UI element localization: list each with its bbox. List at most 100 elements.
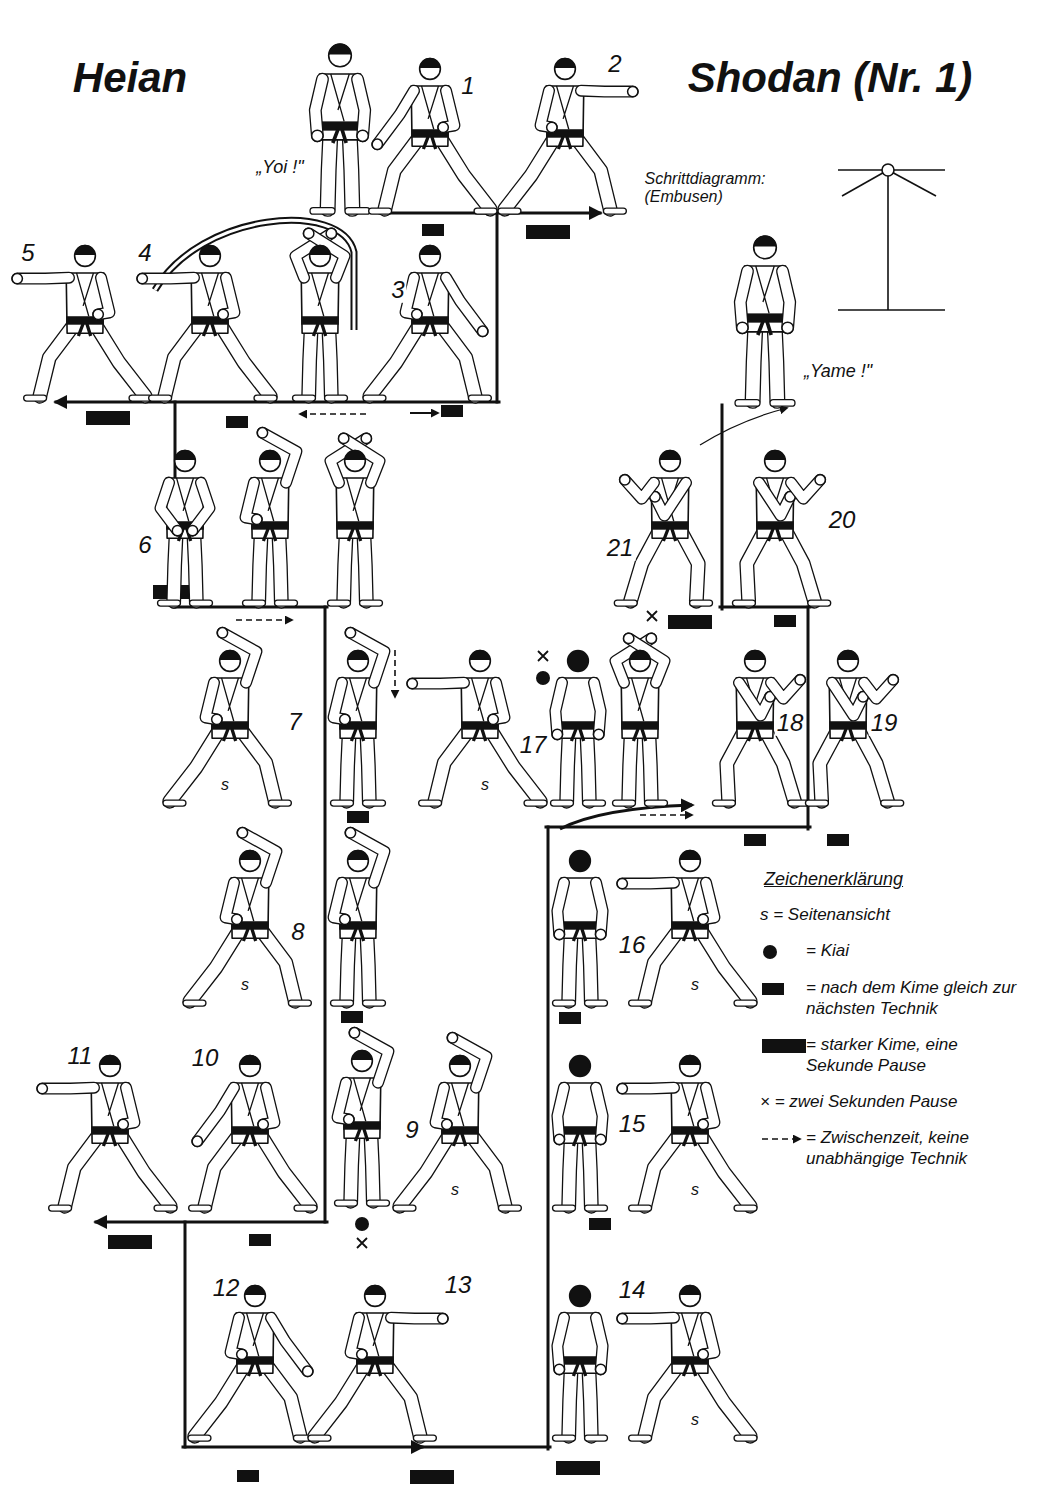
view-marker: s (479, 776, 491, 794)
foot (715, 801, 732, 806)
karate-figure (372, 58, 494, 211)
embusen-line (807, 607, 810, 829)
arm-outline (42, 1082, 94, 1095)
foot (166, 801, 183, 806)
head (348, 851, 369, 872)
foot-outline (271, 799, 288, 806)
belt-ends (663, 529, 675, 541)
foot (348, 208, 367, 213)
pause-mark (357, 1238, 367, 1248)
foot-outline (331, 599, 348, 606)
fist (442, 1119, 452, 1129)
fist (257, 428, 267, 438)
karate-figure (192, 1055, 314, 1208)
arm-outline (391, 1312, 443, 1325)
arm (596, 883, 603, 935)
foot (588, 1206, 605, 1211)
arm (594, 683, 601, 735)
foot-outline (52, 1204, 69, 1211)
hair (348, 850, 369, 860)
hair (630, 650, 651, 660)
head (745, 651, 766, 672)
kime-bar-short (249, 1234, 271, 1246)
foot-outline (737, 1204, 754, 1211)
fist (339, 433, 349, 443)
belt-ends (758, 322, 771, 335)
gi-lapel (262, 478, 279, 521)
arm (622, 878, 674, 888)
hair (660, 450, 681, 460)
arm-outline (783, 271, 790, 328)
foot (648, 801, 665, 806)
gi-lapel (222, 678, 239, 721)
foot-outline (338, 1199, 355, 1206)
karate-figure (296, 228, 345, 398)
arm-outline (193, 483, 210, 531)
arm-outline (740, 271, 747, 328)
karate-figure (737, 235, 794, 403)
karate-figure (12, 245, 149, 398)
foot-outline (257, 394, 274, 401)
arm-outline (596, 1088, 603, 1140)
kiai-dot (355, 1217, 369, 1231)
arm (142, 273, 194, 283)
embusen-line (547, 827, 550, 1449)
gi-lapel (242, 878, 259, 921)
step-number: 5 (19, 240, 36, 266)
embusen-icon-line (888, 170, 936, 196)
belt-ends (348, 529, 360, 541)
foot (588, 1436, 605, 1441)
legend-text: = starker Kime, eine Sekunde Pause (806, 1035, 1028, 1076)
arm (557, 1088, 564, 1140)
hair (680, 850, 701, 860)
belt-ends (203, 324, 215, 336)
fist (554, 1134, 564, 1144)
gi-lapel (682, 878, 699, 921)
fist (340, 914, 350, 924)
foot-outline (884, 799, 901, 806)
kime-bar-short (441, 405, 463, 417)
gi-lapel (452, 1083, 469, 1126)
gi-lapel (682, 1083, 699, 1126)
kime-bar-short (589, 1218, 611, 1230)
fist (218, 309, 228, 319)
hair (420, 58, 441, 68)
embusen-line (184, 1222, 187, 1447)
karate-figure (501, 58, 638, 211)
foot (808, 801, 825, 806)
legend-sample (760, 942, 806, 962)
step-number: 6 (136, 532, 153, 558)
fist (192, 1136, 202, 1146)
step-number: 19 (869, 710, 900, 736)
step-number: 13 (443, 1272, 474, 1298)
step-number: 20 (827, 507, 858, 533)
head (680, 1056, 701, 1077)
hair (745, 650, 766, 660)
foot-outline (366, 999, 383, 1006)
arm-outline (629, 638, 665, 682)
head (420, 246, 441, 267)
pause-mark (647, 611, 657, 621)
view-marker: s (239, 976, 251, 994)
legend-row: × = zwei Sekunden Pause (760, 1092, 1028, 1112)
fist (815, 475, 825, 485)
fist (698, 914, 708, 924)
legend-text: = Zwischenzeit, keine unabhängige Techni… (806, 1128, 1028, 1169)
foot-outline (501, 207, 518, 214)
belt (621, 721, 659, 729)
fist (737, 322, 748, 333)
foot (366, 801, 383, 806)
karate-figure (554, 1286, 606, 1438)
belt-ends (313, 324, 325, 336)
belt (829, 721, 867, 729)
head (570, 1056, 591, 1077)
karate-figure (715, 650, 807, 803)
foot-outline (161, 599, 178, 606)
arm (309, 233, 345, 277)
belt (561, 1126, 599, 1134)
foot (501, 1206, 518, 1211)
foot (471, 396, 488, 401)
foot-outline (166, 799, 183, 806)
foot (311, 1436, 328, 1441)
kime-bar-long (556, 1461, 600, 1475)
